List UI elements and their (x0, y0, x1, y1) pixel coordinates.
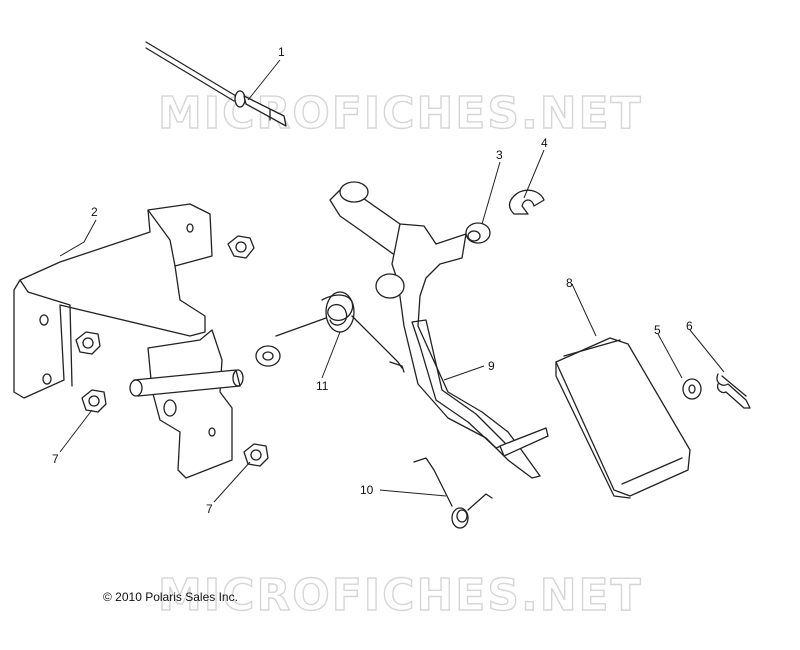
part-6-cotter-pin (716, 373, 751, 409)
part-1-cable (145, 41, 287, 127)
watermark-top: MICROFICHES.NET (158, 88, 643, 139)
callout-7-left: 7 (52, 452, 59, 466)
pivot-plate (129, 329, 244, 479)
callout-11: 11 (316, 379, 329, 393)
copyright-notice: © 2010 Polaris Sales Inc. (103, 590, 238, 604)
part-4-clip (508, 189, 545, 215)
callout-8: 8 (566, 276, 573, 290)
part-3-bushing (465, 222, 491, 244)
part-7-nuts (75, 235, 269, 467)
callout-4: 4 (541, 136, 548, 150)
part-5-washer (682, 378, 702, 400)
callout-10: 10 (360, 483, 374, 497)
callout-7-bottom: 7 (206, 502, 213, 516)
callout-9: 9 (488, 359, 495, 373)
shaft-bushing (255, 345, 281, 367)
callout-3: 3 (496, 148, 503, 162)
part-10-spring (413, 457, 493, 529)
leader-lines (59, 59, 725, 503)
part-9-pedal-arm (329, 181, 549, 479)
part-2-bracket (13, 203, 213, 399)
part-11-spring (275, 291, 405, 373)
callout-6: 6 (686, 319, 693, 333)
callout-2: 2 (91, 205, 98, 219)
watermark-bottom: MICROFICHES.NET (158, 570, 643, 621)
callout-5: 5 (654, 323, 661, 337)
callout-1: 1 (278, 45, 285, 59)
part-8-pedal-pad (555, 337, 691, 499)
